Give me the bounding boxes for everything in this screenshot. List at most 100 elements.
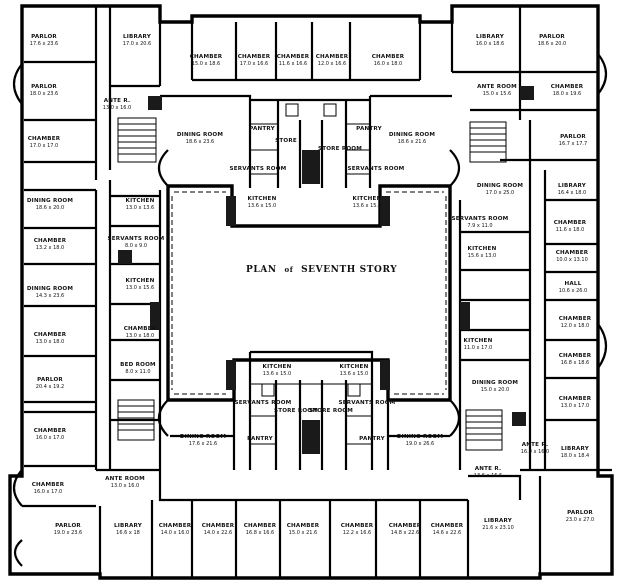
room-dimensions: 18.6 x 23.6: [186, 139, 214, 145]
room-name: CHAMBER: [34, 238, 67, 244]
room-dimensions: 12.0 x 16.6: [318, 61, 346, 67]
south-wing-walls: [22, 350, 612, 578]
room-dimensions: 18.0 x 23.6: [30, 91, 58, 97]
room-name: KITCHEN: [126, 198, 155, 204]
room-dimensions: 18.0 x 19.6: [553, 91, 581, 97]
room-store-s2: STORE ROOM: [309, 408, 353, 414]
room-name: BED ROOM: [120, 362, 156, 368]
room-dimensions: 18.0 x 18.4: [561, 453, 589, 459]
room-dimensions: 18.6 x 21.6: [398, 139, 426, 145]
room-name: CHAMBER: [559, 316, 592, 322]
room-name: CHAMBER: [34, 428, 67, 434]
room-name: KITCHEN: [248, 196, 277, 202]
room-dimensions: 10.6 x 26.0: [559, 288, 587, 294]
plan-title-rest: SEVENTH STORY: [301, 265, 397, 275]
room-name: LIBRARY: [123, 34, 152, 40]
room-name: HALL: [565, 281, 582, 287]
room-dimensions: 13.6 x 15.0: [263, 371, 291, 377]
room-name: CHAMBER: [159, 523, 192, 529]
room-dimensions: 23.0 x 27.0: [566, 517, 594, 523]
room-name: SERVANTS ROOM: [230, 166, 287, 172]
room-name: LIBRARY: [476, 34, 505, 40]
room-dimensions: 13.6 x 15.0: [353, 203, 381, 209]
room-dimensions: 17.0 x 25.0: [486, 190, 514, 196]
room-dimensions: 13.0 x 18.0: [36, 339, 64, 345]
room-dimensions: 13.2 x 18.0: [36, 245, 64, 251]
room-name: PARLOR: [560, 134, 586, 140]
room-dimensions: 18.6 x 20.0: [36, 205, 64, 211]
room-name: LIBRARY: [484, 518, 513, 524]
room-name: DINING ROOM: [180, 434, 227, 440]
room-name: CHAMBER: [124, 326, 157, 332]
room-dimensions: 14.3 x 23.6: [36, 293, 64, 299]
west-wing-walls: [24, 180, 162, 470]
room-dimensions: 14.0 x 22.6: [204, 530, 232, 536]
room-dimensions: 15.0 x 21.6: [289, 530, 317, 536]
room-name: STORE: [275, 138, 297, 144]
room-servants-n2: SERVANTS ROOM: [348, 166, 405, 172]
room-dimensions: 16.6 x 18: [116, 530, 140, 536]
room-name: DINING ROOM: [472, 380, 519, 386]
room-dimensions: 16.8 x 18.6: [561, 360, 589, 366]
room-name: PANTRY: [247, 436, 273, 442]
room-name: ANTE R.: [522, 442, 549, 448]
room-name: ANTE ROOM: [477, 84, 517, 90]
room-name: KITCHEN: [464, 338, 493, 344]
room-pantry-s2: PANTRY: [359, 436, 385, 442]
room-dimensions: 14.0 x 16.0: [161, 530, 189, 536]
room-store-n2: STORE ROOM: [318, 146, 362, 152]
room-name: CHAMBER: [556, 250, 589, 256]
room-dimensions: 17.0 x 16.6: [240, 61, 268, 67]
room-dimensions: 17.6 x 23.6: [30, 41, 58, 47]
room-dimensions: 11.0 x 17.0: [464, 345, 492, 351]
room-servants-s1: SERVANTS ROOM: [235, 400, 292, 406]
room-dimensions: 10.0 x 13.10: [556, 257, 588, 263]
room-name: DINING ROOM: [397, 434, 444, 440]
room-name: CHAMBER: [554, 220, 587, 226]
room-name: DINING ROOM: [177, 132, 224, 138]
room-dimensions: 12.2 x 16.6: [343, 530, 371, 536]
room-name: CHAMBER: [341, 523, 374, 529]
room-dimensions: 21.6 x 23.10: [482, 525, 514, 531]
room-name: PARLOR: [31, 34, 57, 40]
room-dimensions: 13.6 x 15.0: [248, 203, 276, 209]
room-dimensions: 15.6 x 13.0: [468, 253, 496, 259]
room-name: LIBRARY: [114, 523, 143, 529]
room-dimensions: 16.0 x 16.0: [521, 449, 549, 455]
room-name: CHAMBER: [28, 136, 61, 142]
room-dimensions: 15.0 x 20.0: [481, 387, 509, 393]
room-dimensions: 12.0 x 18.0: [561, 323, 589, 329]
room-name: CHAMBER: [202, 523, 235, 529]
room-name: DINING ROOM: [27, 286, 74, 292]
room-name: SERVANTS ROOM: [452, 216, 509, 222]
outer-walls: [8, 4, 614, 580]
